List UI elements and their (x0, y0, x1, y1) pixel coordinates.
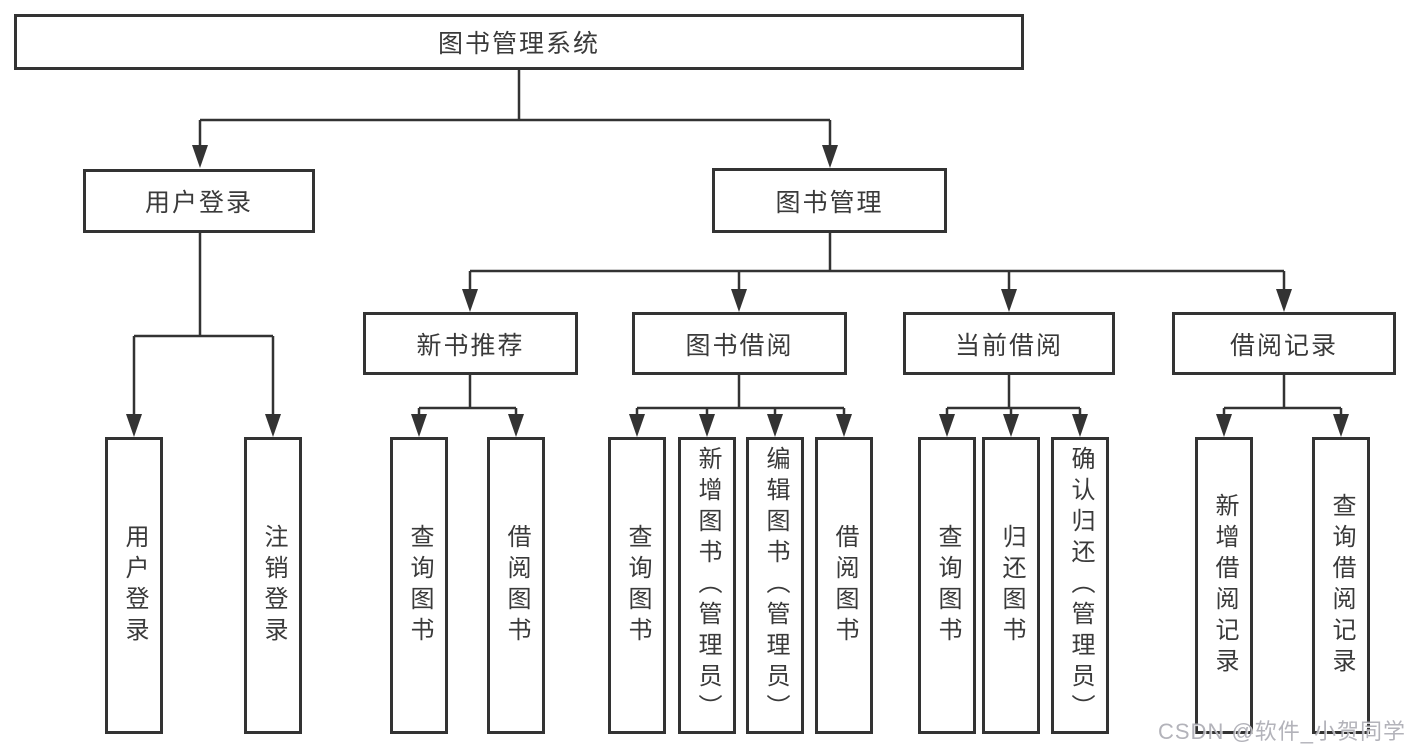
leaf-query-books-recommend: 查询图书 (390, 437, 448, 734)
leaf-return-books: 归还图书 (982, 437, 1040, 734)
leaf-label: 注销登录 (260, 523, 287, 648)
node-book-management: 图书管理 (712, 168, 947, 233)
leaf-add-borrow-record: 新增借阅记录 (1195, 437, 1253, 734)
leaf-query-borrow-record: 查询借阅记录 (1312, 437, 1370, 734)
watermark: CSDN @软件_小贺同学 (1158, 719, 1405, 744)
leaf-label: 查询图书 (624, 523, 651, 648)
leaf-label: 确认归还（管理员） (1067, 446, 1094, 725)
leaf-borrow-books: 借阅图书 (815, 437, 873, 734)
node-library-management-system: 图书管理系统 (14, 14, 1024, 70)
leaf-label: 查询图书 (406, 523, 433, 648)
leaf-borrow-books-recommend: 借阅图书 (487, 437, 545, 734)
leaf-label: 归还图书 (998, 523, 1025, 648)
node-current-borrowing: 当前借阅 (903, 312, 1115, 375)
node-new-book-recommend: 新书推荐 (363, 312, 578, 375)
leaf-label: 查询借阅记录 (1328, 492, 1355, 679)
node-label: 新书推荐 (416, 331, 525, 360)
leaf-label: 查询图书 (934, 523, 961, 648)
node-label: 图书借阅 (685, 331, 794, 360)
leaf-label: 新增借阅记录 (1211, 492, 1238, 679)
leaf-label: 新增图书（管理员） (694, 446, 721, 725)
node-label: 当前借阅 (954, 331, 1063, 360)
node-borrowing-records: 借阅记录 (1172, 312, 1396, 375)
connector-segments (132, 70, 1343, 422)
leaf-query-books-borrowing: 查询图书 (608, 437, 666, 734)
node-label: 借阅记录 (1229, 331, 1338, 360)
node-user-login: 用户登录 (83, 169, 315, 233)
leaf-edit-books-admin: 编辑图书（管理员） (746, 437, 804, 734)
leaf-label: 编辑图书（管理员） (762, 446, 789, 725)
node-label: 图书管理系统 (437, 30, 600, 58)
leaf-label: 借阅图书 (831, 523, 858, 648)
leaf-label: 借阅图书 (503, 523, 530, 648)
node-book-borrowing: 图书借阅 (632, 312, 847, 375)
leaf-confirm-return-admin: 确认归还（管理员） (1051, 437, 1109, 734)
node-label: 图书管理 (775, 188, 884, 217)
node-label: 用户登录 (144, 189, 253, 217)
leaf-label: 用户登录 (121, 523, 148, 648)
leaf-logout: 注销登录 (244, 437, 302, 734)
leaf-user-login: 用户登录 (105, 437, 163, 734)
leaf-query-books-current: 查询图书 (918, 437, 976, 734)
arrowheads (126, 145, 1349, 437)
leaf-add-books-admin: 新增图书（管理员） (678, 437, 736, 734)
